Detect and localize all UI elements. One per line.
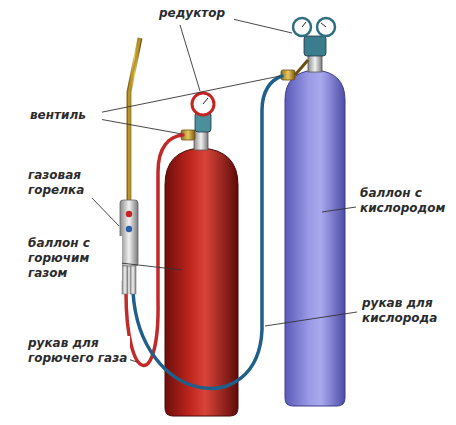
leader-line — [265, 312, 357, 326]
fuel-cylinder-label: баллон с горючим газом — [26, 236, 122, 281]
fuel-regulator — [181, 93, 214, 140]
hose-nipple — [130, 266, 136, 294]
gauge-needle — [302, 22, 306, 27]
pressure-gauge — [192, 93, 214, 115]
oxygen-cylinder-label: баллон с кислородом — [358, 186, 450, 216]
oxygen-regulator — [281, 18, 335, 80]
leader-line — [322, 207, 356, 212]
oxygen-cylinder — [285, 54, 345, 406]
oxygen-knob — [126, 226, 132, 232]
cylinder-neck — [308, 54, 322, 72]
regulator-label: редуктор — [150, 6, 234, 21]
oxygen-hose-label: рукав для кислорода — [360, 296, 448, 326]
oxygen-hose — [133, 76, 282, 388]
fuel-cylinder — [165, 130, 238, 416]
pressure-gauge — [293, 18, 311, 36]
leader-line — [90, 196, 119, 226]
leader-line — [112, 262, 182, 270]
fuel-hose-label: рукав для горючего газа — [26, 336, 130, 366]
leader-lines — [88, 17, 357, 362]
gauge-needle — [321, 23, 326, 27]
leader-line — [180, 25, 200, 91]
valve-label: вентиль — [28, 108, 102, 123]
torch-label: газовая горелка — [26, 168, 102, 198]
leader-line — [224, 17, 292, 33]
leader-line — [88, 76, 280, 115]
pressure-gauge — [317, 18, 335, 36]
torch-tip-core — [129, 38, 140, 202]
torch-handle — [120, 200, 138, 266]
valve-stem — [295, 60, 308, 75]
cylinder-neck — [194, 130, 208, 150]
gas-torch — [120, 38, 140, 294]
leader-line — [88, 117, 182, 134]
hose-nipple — [122, 266, 128, 294]
torch-tip — [129, 38, 140, 202]
fuel-knob — [126, 211, 132, 217]
cylinder-body — [285, 70, 345, 406]
gauge-needle — [203, 98, 208, 104]
regulator-body — [304, 36, 326, 56]
